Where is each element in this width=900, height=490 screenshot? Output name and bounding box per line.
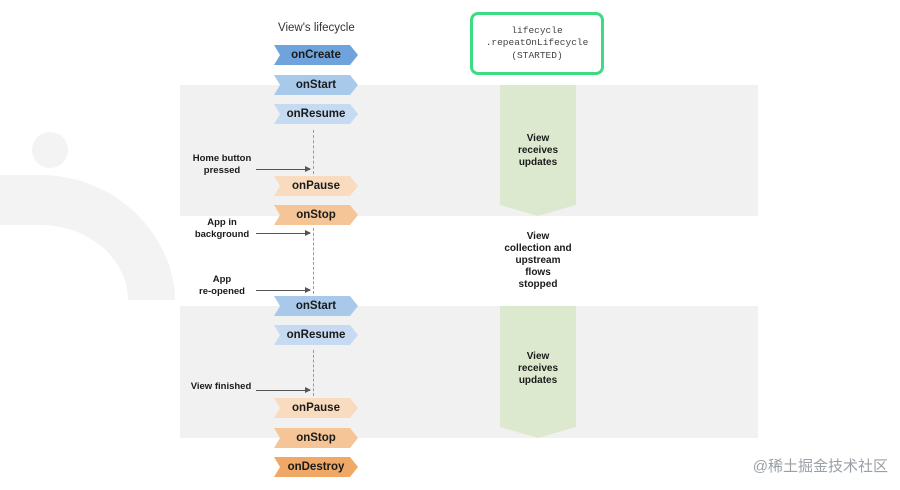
receives-updates-bar-2 xyxy=(500,306,576,438)
connector-line xyxy=(313,228,314,294)
annotation-line: View finished xyxy=(190,381,252,392)
view-receives-updates-label-2: View receives updates xyxy=(496,351,580,387)
state-line: View xyxy=(526,231,550,242)
view-receives-updates-label-1: View receives updates xyxy=(496,133,580,169)
annotation-line: re-opened xyxy=(199,286,245,297)
view-finished-annotation: View finished xyxy=(182,381,260,393)
step-label: onStart xyxy=(295,79,337,91)
state-line: receives xyxy=(517,145,559,156)
lifecycle-lane-title: View's lifecycle xyxy=(278,22,355,34)
code-line-3: (STARTED) xyxy=(511,49,563,61)
step-on-destroy: onDestroy xyxy=(274,457,358,477)
connector-line xyxy=(313,130,314,174)
step-label: onPause xyxy=(292,402,340,414)
app-reopened-annotation: App re-opened xyxy=(186,274,258,298)
step-label: onCreate xyxy=(291,49,341,61)
code-line-1: lifecycle xyxy=(511,24,563,36)
app-reopened-arrow xyxy=(256,287,311,293)
step-label: onResume xyxy=(286,108,346,120)
state-line: View xyxy=(526,133,550,144)
view-finished-arrow xyxy=(256,387,311,393)
home-button-arrow xyxy=(256,166,311,172)
step-on-pause: onPause xyxy=(274,176,358,196)
step-on-stop: onStop xyxy=(274,428,358,448)
step-label: onStart xyxy=(295,300,337,312)
state-line: updates xyxy=(518,157,558,168)
step-on-stop: onStop xyxy=(274,205,358,225)
state-line: View xyxy=(526,351,550,362)
watermark: @稀土掘金技术社区 xyxy=(752,458,888,475)
step-on-pause: onPause xyxy=(274,398,358,418)
connector-line xyxy=(313,350,314,396)
annotation-line: Home button xyxy=(192,153,252,164)
app-background-annotation: App in background xyxy=(186,217,258,241)
background-shape xyxy=(0,132,175,300)
step-on-resume: onResume xyxy=(274,325,358,345)
state-line: stopped xyxy=(518,279,558,290)
started-band-2 xyxy=(180,306,758,438)
state-line: upstream xyxy=(515,255,561,266)
step-on-resume: onResume xyxy=(274,104,358,124)
state-line: flows xyxy=(525,267,551,278)
state-line: updates xyxy=(518,375,558,386)
receives-updates-bar-1 xyxy=(500,85,576,216)
state-line: receives xyxy=(517,363,559,374)
annotation-line: pressed xyxy=(203,165,241,176)
view-collection-stopped-label: View collection and upstream flows stopp… xyxy=(486,231,590,291)
step-label: onStop xyxy=(296,432,336,444)
step-label: onResume xyxy=(286,329,346,341)
home-button-annotation: Home button pressed xyxy=(186,153,258,177)
repeat-on-lifecycle-code-box: lifecycle .repeatOnLifecycle (STARTED) xyxy=(470,12,604,75)
step-label: onPause xyxy=(292,180,340,192)
started-band-1 xyxy=(180,85,758,216)
step-on-start: onStart xyxy=(274,75,358,95)
annotation-line: App in xyxy=(207,217,237,228)
annotation-line: App xyxy=(212,274,232,285)
app-background-arrow xyxy=(256,230,311,236)
step-on-create: onCreate xyxy=(274,45,358,65)
step-on-start: onStart xyxy=(274,296,358,316)
code-line-2: .repeatOnLifecycle xyxy=(485,37,589,49)
step-label: onDestroy xyxy=(287,461,345,473)
annotation-line: background xyxy=(194,229,250,240)
step-label: onStop xyxy=(296,209,336,221)
state-line: collection and xyxy=(504,243,572,254)
